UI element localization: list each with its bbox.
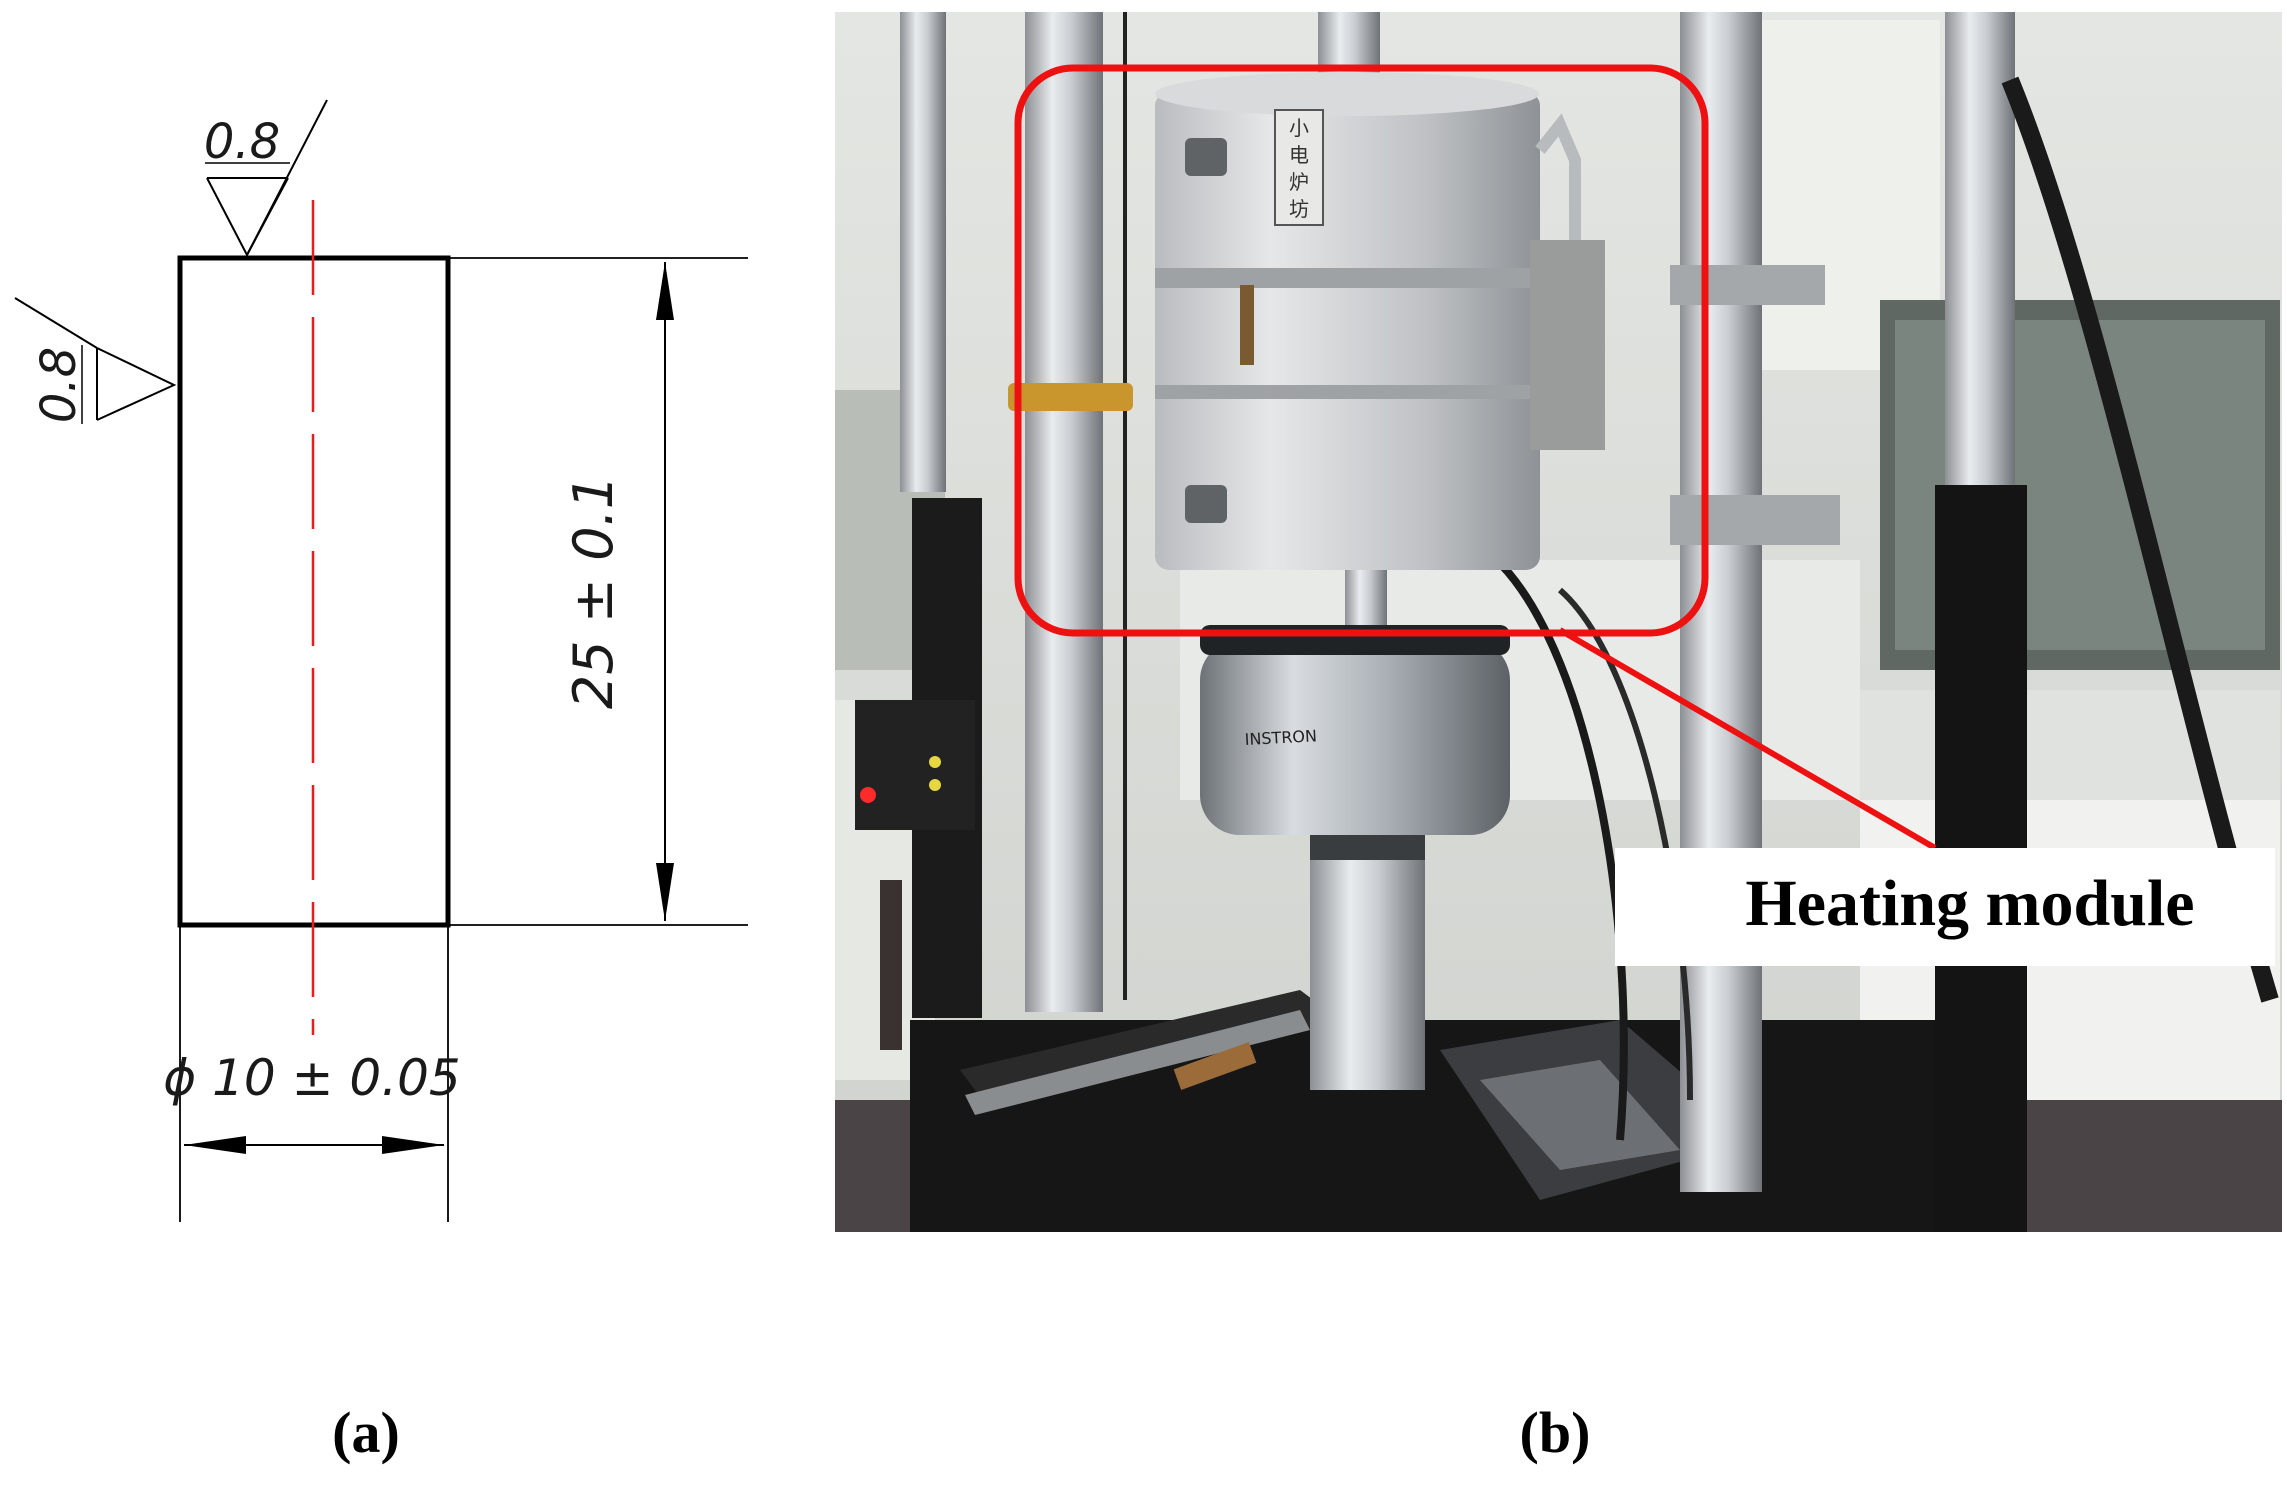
arrow-left-icon	[184, 1136, 246, 1154]
caption-a: (a)	[332, 1400, 400, 1465]
roughness-value-left: 0.8	[31, 347, 87, 423]
heater-furnace: 小 电 炉 坊	[1155, 72, 1605, 570]
nameplate-char-4: 坊	[1289, 197, 1309, 221]
panel-b-photo: 小 电 炉 坊 INSTRON	[835, 12, 2282, 1232]
roughness-symbol-top: 0.8	[204, 99, 328, 258]
height-dimension-text: 25 ± 0.1	[562, 475, 625, 709]
heating-module-label: Heating module	[1745, 867, 2194, 940]
caption-b: (b)	[1520, 1400, 1591, 1465]
arrow-up-icon	[656, 262, 674, 320]
nameplate-char-1: 小	[1289, 116, 1309, 140]
nameplate-char-2: 电	[1289, 143, 1309, 167]
arrow-right-icon	[382, 1136, 444, 1154]
highlight-leader-line	[1558, 627, 1937, 851]
arrow-down-icon	[656, 863, 674, 921]
roughness-symbol-left: 0.8	[14, 297, 177, 424]
roughness-value-top: 0.8	[204, 114, 280, 170]
heating-module-highlight	[1014, 64, 1709, 637]
load-cell-brand: INSTRON	[1244, 726, 1317, 749]
nameplate-char-3: 炉	[1289, 170, 1309, 194]
diameter-dimension-text: ϕ 10 ± 0.05	[163, 1049, 461, 1107]
heating-module-label-box	[1615, 848, 2275, 966]
panel-a-drawing: 25 ± 0.1 ϕ 10 ± 0.05 0.8 0.8	[14, 99, 748, 1222]
load-cell: INSTRON	[1200, 625, 1510, 1090]
